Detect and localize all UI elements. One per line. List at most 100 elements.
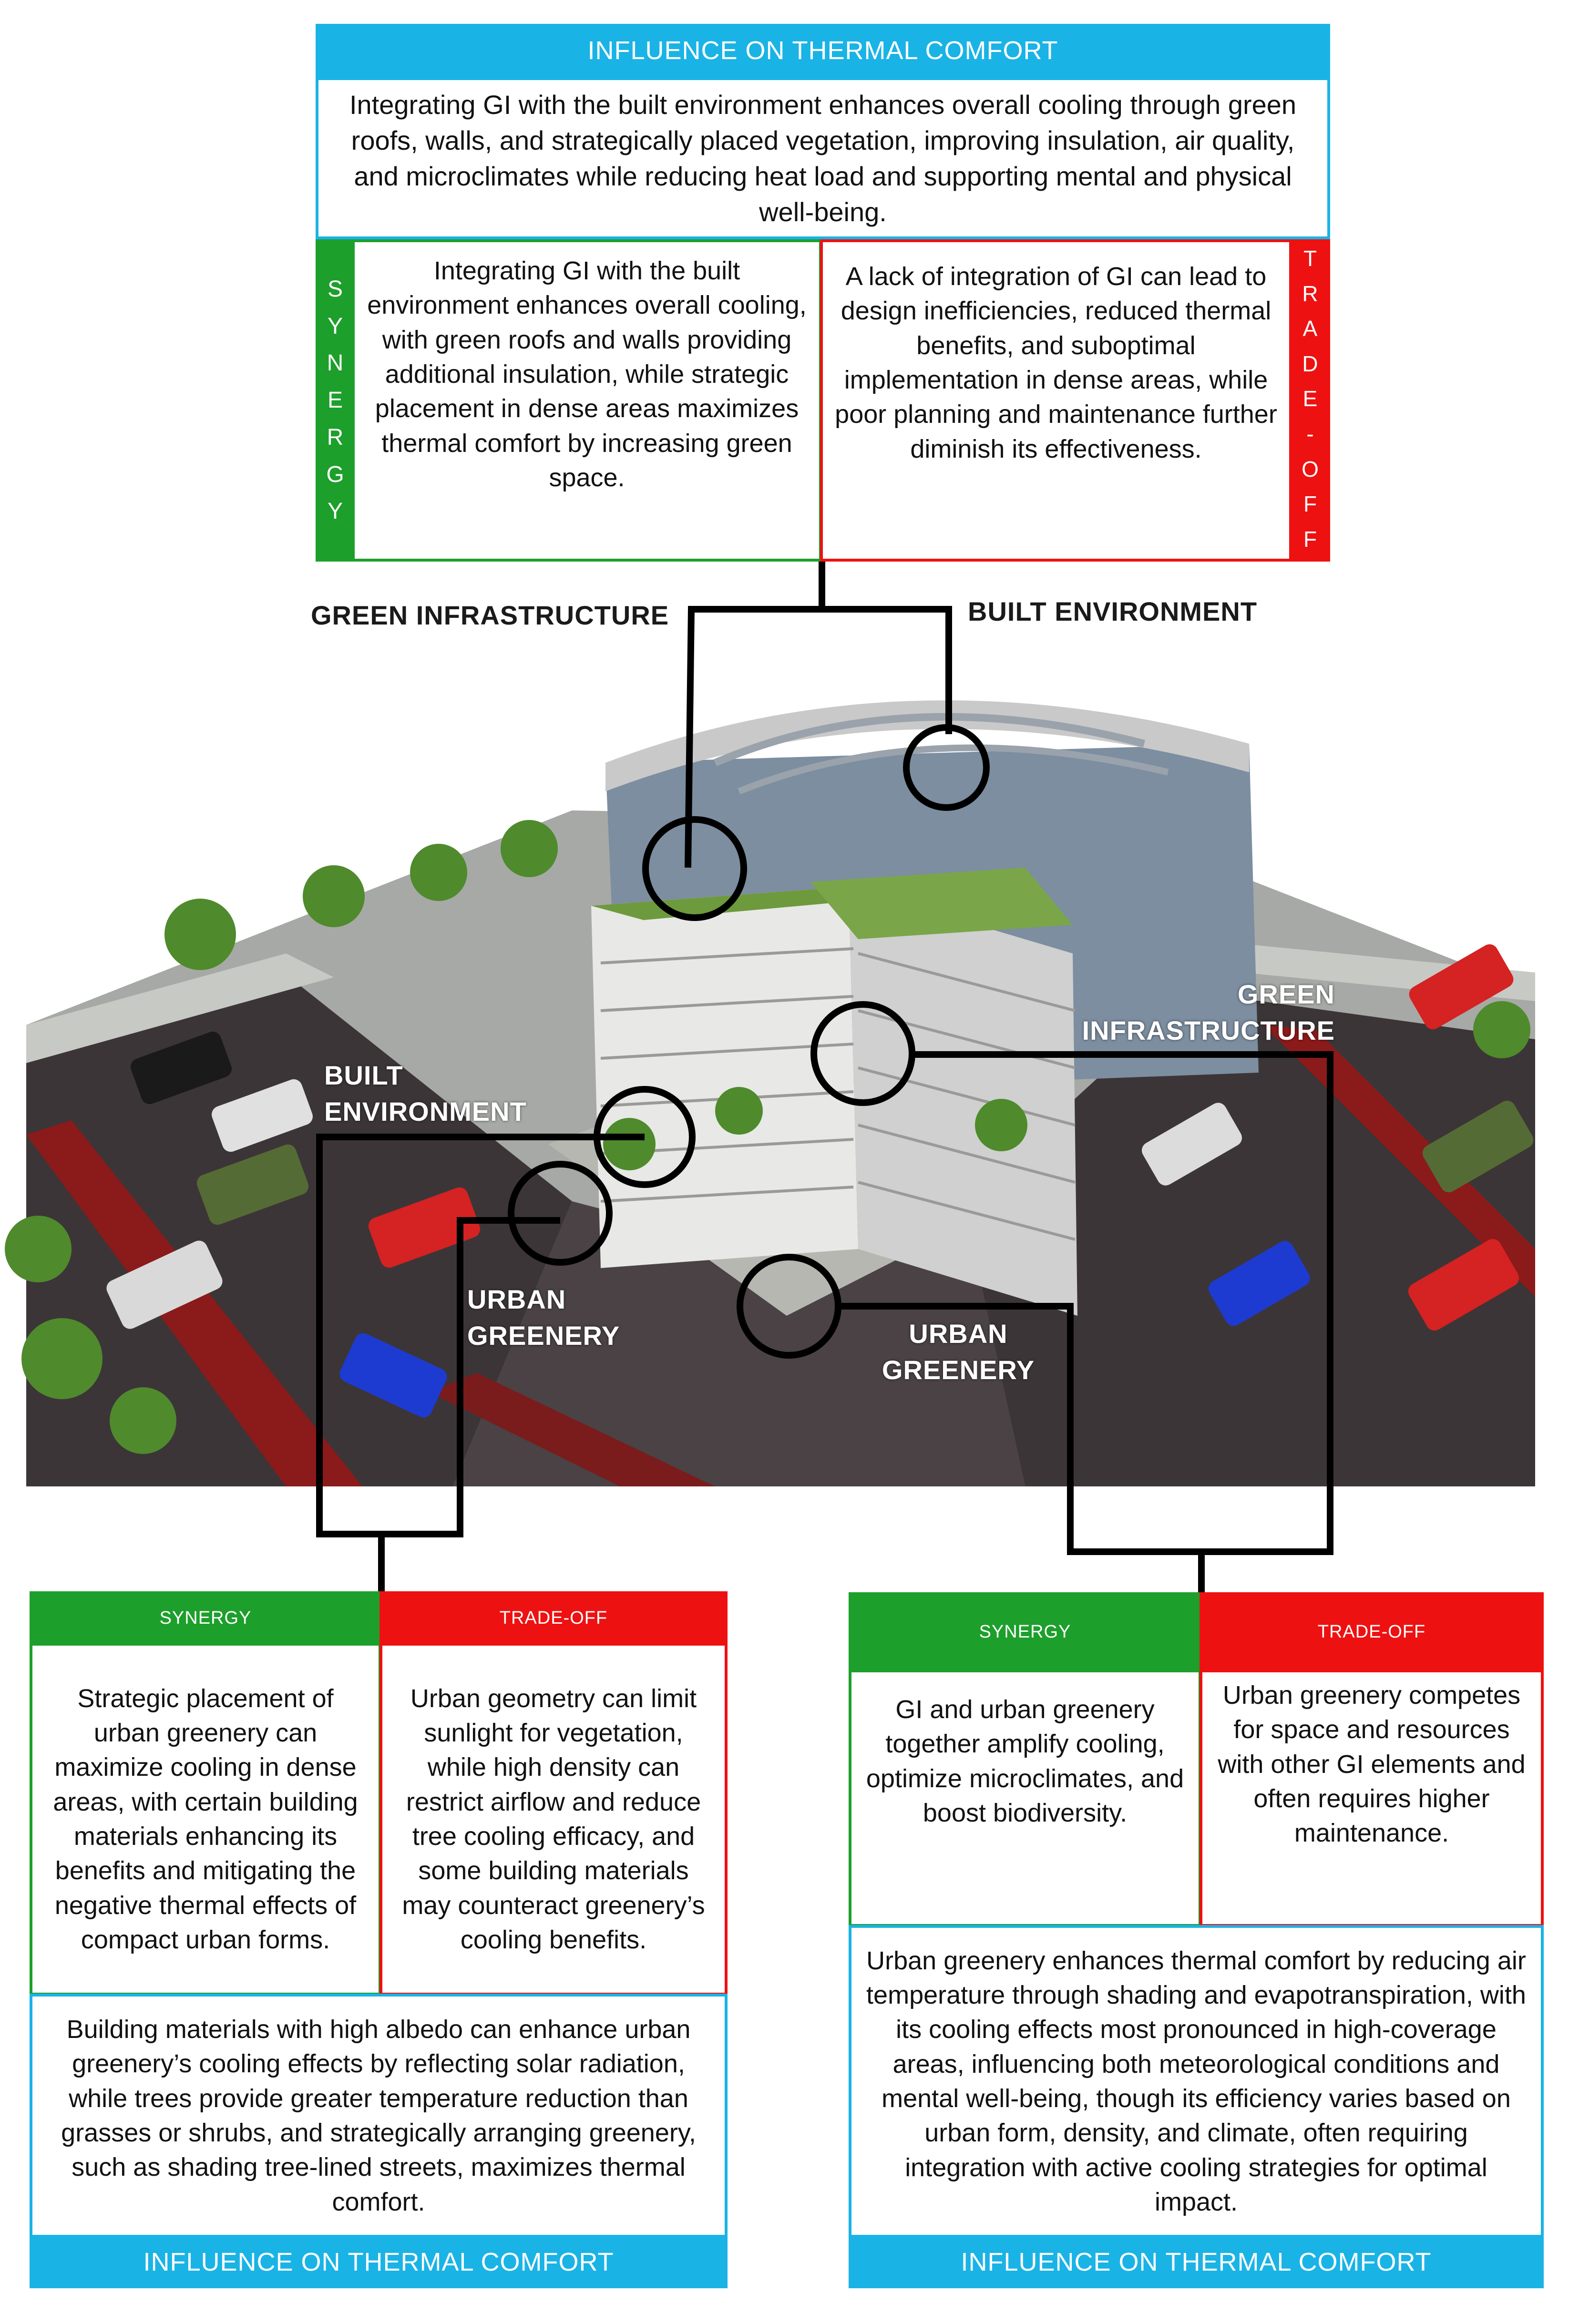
header-text: SYNERGY (979, 1621, 1071, 1642)
tradeoff-letter: E (1302, 386, 1318, 411)
top-tradeoff-box: A lack of integration of GI can lead to … (820, 239, 1292, 562)
top-tradeoff-text: A lack of integration of GI can lead to … (835, 262, 1277, 463)
synergy-letter: R (327, 424, 344, 450)
tradeoff-letter: A (1302, 316, 1318, 341)
car-red (1409, 944, 1514, 1030)
label-text: URBAN GREENERY (467, 1284, 620, 1351)
tradeoff-letter: F (1303, 526, 1317, 552)
br-synergy-box: GI and urban greenery together amplify c… (849, 1669, 1201, 1927)
br-tradeoff-text: Urban greenery competes for space and re… (1218, 1681, 1526, 1848)
label-green-infrastructure-top: GREEN INFRASTRUCTURE (311, 600, 669, 631)
br-synergy-header: SYNERGY (849, 1592, 1201, 1671)
bl-summary-text: Building materials with high albedo can … (61, 2015, 696, 2216)
car-red (1408, 1239, 1519, 1331)
car-black (131, 1031, 232, 1105)
bl-tradeoff-text: Urban geometry can limit sunlight for ve… (402, 1684, 705, 1955)
bike-lane-left (26, 1120, 362, 1486)
left-ug-circle (508, 1161, 613, 1266)
synergy-letter: Y (327, 313, 343, 339)
tower-building (591, 887, 858, 1268)
tree (410, 844, 467, 901)
label-text: URBAN GREENERY (882, 1319, 1035, 1385)
bl-synergy-text: Strategic placement of urban greenery ca… (53, 1684, 358, 1955)
bike-lane-center (429, 1373, 715, 1486)
tradeoff-letter: R (1302, 281, 1318, 306)
top-synergy-box: Integrating GI with the built environmen… (352, 239, 822, 562)
top-synergy-text: Integrating GI with the built environmen… (367, 256, 807, 492)
bl-tradeoff-box: Urban geometry can limit sunlight for ve… (379, 1643, 728, 1996)
car-blue (1208, 1241, 1310, 1326)
label-urban-greenery-left: URBAN GREENERY (467, 1281, 629, 1353)
br-tradeoff-box: Urban greenery competes for space and re… (1200, 1669, 1544, 1927)
road-left (26, 982, 572, 1486)
bl-synergy-header: SYNERGY (30, 1591, 381, 1645)
tree (164, 899, 236, 970)
tree (715, 1087, 763, 1135)
top-tradeoff-strip: T R A D E - O F F (1290, 239, 1330, 562)
tradeoff-letter: O (1302, 456, 1319, 481)
label-urban-greenery-right: URBAN GREENERY (872, 1316, 1044, 1388)
br-tradeoff-header: TRADE-OFF (1200, 1592, 1544, 1671)
synergy-letter: E (327, 388, 343, 413)
tradeoff-letter: T (1303, 246, 1317, 271)
right-ug-circle (737, 1254, 841, 1359)
car-red (368, 1187, 481, 1268)
cars (106, 944, 1534, 1418)
tradeoff-letter: F (1303, 491, 1317, 517)
bl-footer: INFLUENCE ON THERMAL COMFORT (30, 2236, 728, 2288)
top-header: INFLUENCE ON THERMAL COMFORT (316, 24, 1330, 77)
car-white (106, 1240, 223, 1329)
tree (975, 1099, 1027, 1151)
br-synergy-text: GI and urban greenery together amplify c… (866, 1695, 1184, 1828)
bl-tradeoff-header: TRADE-OFF (379, 1591, 728, 1645)
tree (21, 1318, 103, 1399)
trees (5, 820, 1530, 1454)
green-roof (810, 868, 1073, 939)
header-text: TRADE-OFF (499, 1607, 608, 1628)
right-gi-circle (810, 1001, 915, 1106)
header-text: SYNERGY (159, 1607, 252, 1628)
synergy-letter: S (327, 276, 343, 302)
top-synergy-strip: S Y N E R G Y (316, 239, 355, 562)
synergy-letter: Y (327, 499, 343, 524)
top-connector-split (685, 606, 952, 868)
synergy-letter: N (327, 350, 344, 376)
tree (501, 820, 558, 877)
top-header-text: INFLUENCE ON THERMAL COMFORT (587, 36, 1058, 65)
connector-circles (508, 724, 990, 1359)
br-summary-text: Urban greenery enhances thermal comfort … (866, 1946, 1526, 2217)
top-summary-text: Integrating GI with the built environmen… (349, 89, 1297, 227)
roof-curve-line (738, 744, 1169, 795)
label-built-environment-left: BUILT ENVIRONMENT (324, 1057, 553, 1129)
left-be-circle (594, 1086, 696, 1188)
car-green (196, 1144, 309, 1225)
roof-curve-line (713, 713, 1146, 767)
left-connector-outer (316, 1134, 645, 1537)
label-green-infrastructure-right: GREEN INFRASTRUCTURE (1068, 976, 1335, 1048)
label-text: BUILT ENVIRONMENT (968, 596, 1258, 626)
car-green (1422, 1100, 1534, 1193)
tradeoff-letter: - (1306, 421, 1314, 446)
top-summary-box: Integrating GI with the built environmen… (316, 77, 1330, 239)
top-be-circle (903, 724, 990, 811)
connector-lines (316, 562, 1333, 1594)
curved-roof (605, 700, 1249, 791)
synergy-letter: G (326, 461, 344, 487)
bl-synergy-box: Strategic placement of urban greenery ca… (30, 1643, 381, 1996)
label-text: GREEN INFRASTRUCTURE (1082, 979, 1335, 1045)
tradeoff-letter: D (1302, 351, 1318, 376)
sidewalk-left (26, 953, 334, 1063)
label-text: BUILT ENVIRONMENT (324, 1060, 527, 1126)
label-built-environment-top: BUILT ENVIRONMENT (968, 596, 1257, 627)
tree (5, 1216, 72, 1282)
car-blue (339, 1333, 447, 1418)
label-text: GREEN INFRASTRUCTURE (311, 600, 669, 630)
tree (110, 1387, 176, 1454)
tree (1473, 1001, 1530, 1058)
bl-summary-box: Building materials with high albedo can … (30, 1994, 728, 2238)
road-center (453, 1201, 1025, 1486)
tree (603, 1118, 656, 1170)
footer-text: INFLUENCE ON THERMAL COMFORT (143, 2248, 614, 2276)
tree (303, 865, 365, 927)
car-white (212, 1079, 313, 1152)
